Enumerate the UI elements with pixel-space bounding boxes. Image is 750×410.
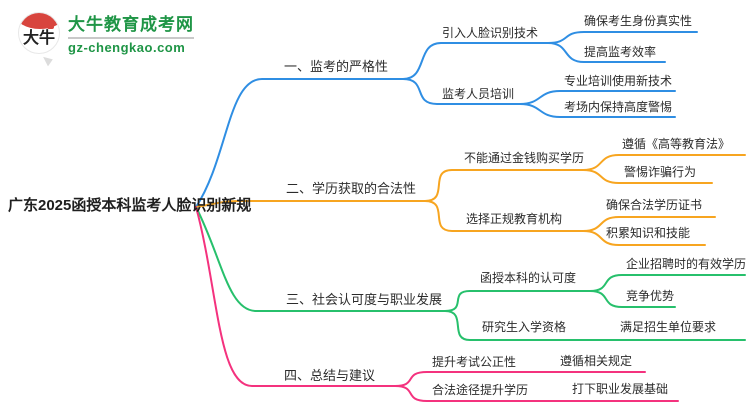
logo-badge-icon: 大牛 bbox=[18, 11, 60, 54]
site-logo[interactable]: 大牛 大牛教育成考网 gz-chengkao.com bbox=[18, 10, 194, 68]
node-branch-3-sub-2[interactable]: 研究生入学资格 bbox=[482, 320, 567, 334]
node-branch-3-sub-1-leaf-2[interactable]: 竞争优势 bbox=[626, 289, 675, 303]
logo-text-block: 大牛教育成考网 gz-chengkao.com bbox=[68, 10, 194, 55]
node-branch-2-sub-2[interactable]: 选择正规教育机构 bbox=[466, 212, 563, 226]
node-branch-2-sub-1[interactable]: 不能通过金钱购买学历 bbox=[464, 151, 585, 165]
node-branch-2[interactable]: 二、学历获取的合法性 bbox=[286, 181, 417, 196]
node-branch-4-sub-2[interactable]: 合法途径提升学历 bbox=[432, 383, 529, 397]
node-branch-3-sub-1-leaf-1[interactable]: 企业招聘时的有效学历 bbox=[626, 257, 747, 271]
node-branch-4-sub-2-leaf-1[interactable]: 打下职业发展基础 bbox=[572, 382, 669, 396]
node-branch-1-sub-2-leaf-2[interactable]: 考场内保持高度警惕 bbox=[564, 100, 673, 114]
site-name: 大牛教育成考网 bbox=[68, 15, 194, 34]
node-branch-1-sub-1-leaf-1[interactable]: 确保考生身份真实性 bbox=[584, 14, 693, 28]
node-branch-4-sub-1-leaf-1[interactable]: 遵循相关规定 bbox=[560, 354, 633, 368]
branch-4-lines bbox=[195, 206, 679, 402]
node-branch-4[interactable]: 四、总结与建议 bbox=[284, 368, 376, 383]
node-branch-3-sub-2-leaf-1[interactable]: 满足招生单位要求 bbox=[620, 320, 717, 334]
branch-2-lines bbox=[195, 154, 746, 246]
node-branch-1-sub-1-leaf-2[interactable]: 提高监考效率 bbox=[584, 45, 657, 59]
node-branch-3-sub-1[interactable]: 函授本科的认可度 bbox=[480, 271, 577, 285]
node-branch-3[interactable]: 三、社会认可度与职业发展 bbox=[286, 292, 443, 307]
node-root[interactable]: 广东2025函授本科监考人脸识别新规 bbox=[8, 197, 252, 214]
branch-1-lines bbox=[195, 31, 698, 208]
logo-badge-text: 大牛 bbox=[22, 29, 55, 47]
node-branch-1[interactable]: 一、监考的严格性 bbox=[284, 59, 389, 74]
node-branch-1-sub-2[interactable]: 监考人员培训 bbox=[442, 87, 515, 101]
node-branch-2-sub-2-leaf-2[interactable]: 积累知识和技能 bbox=[606, 226, 691, 240]
node-branch-4-sub-1[interactable]: 提升考试公正性 bbox=[432, 355, 517, 369]
logo-seal-icon bbox=[47, 21, 54, 29]
site-domain: gz-chengkao.com bbox=[68, 37, 194, 55]
node-branch-2-sub-1-leaf-2[interactable]: 警惕诈骗行为 bbox=[624, 165, 697, 179]
node-branch-1-sub-1[interactable]: 引入人脸识别技术 bbox=[442, 26, 539, 40]
node-branch-2-sub-1-leaf-1[interactable]: 遵循《高等教育法》 bbox=[622, 137, 731, 151]
branch-3-lines bbox=[195, 206, 746, 341]
node-branch-2-sub-2-leaf-1[interactable]: 确保合法学历证书 bbox=[606, 198, 703, 212]
node-branch-1-sub-2-leaf-1[interactable]: 专业培训使用新技术 bbox=[564, 74, 673, 88]
